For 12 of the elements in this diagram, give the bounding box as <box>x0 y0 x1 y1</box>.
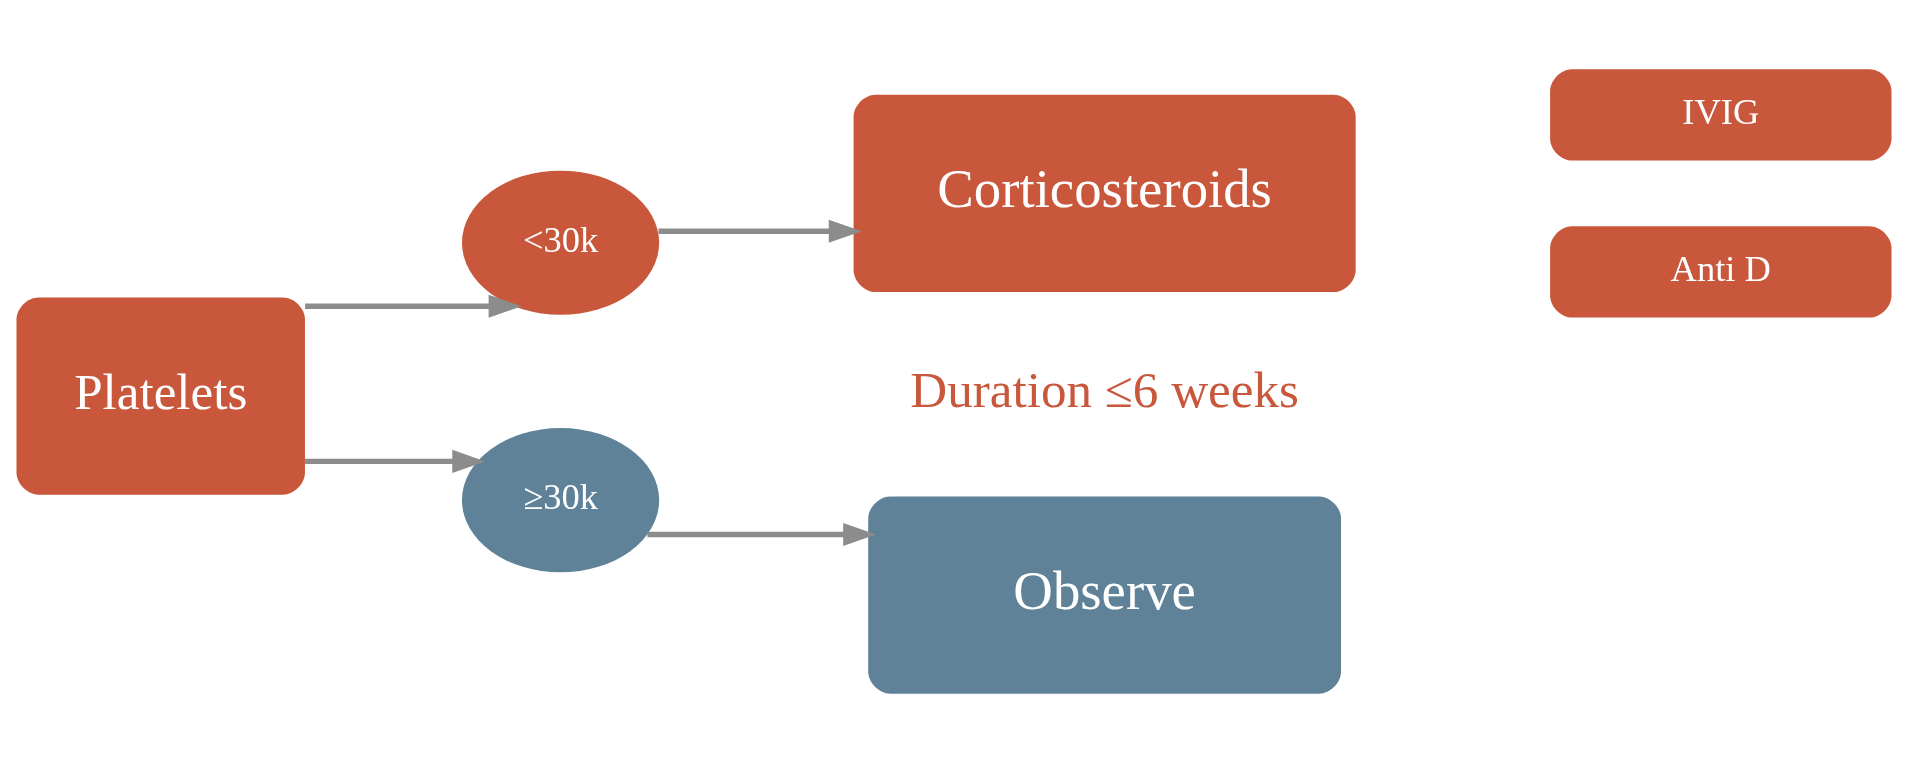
node-label: Duration ≤6 weeks <box>910 360 1299 418</box>
arrow <box>305 294 522 318</box>
arrow <box>647 522 877 546</box>
arrow <box>305 449 486 473</box>
node-box: Anti D <box>1550 226 1892 318</box>
node-box: IVIG <box>1550 69 1892 161</box>
node-ellipse: ≥30k <box>461 428 660 573</box>
node-box: Corticosteroids <box>853 94 1356 293</box>
node-box: Observe <box>868 496 1342 694</box>
node-box: Platelets <box>16 297 305 495</box>
node-ellipse: <30k <box>461 170 660 315</box>
arrow <box>658 219 862 243</box>
